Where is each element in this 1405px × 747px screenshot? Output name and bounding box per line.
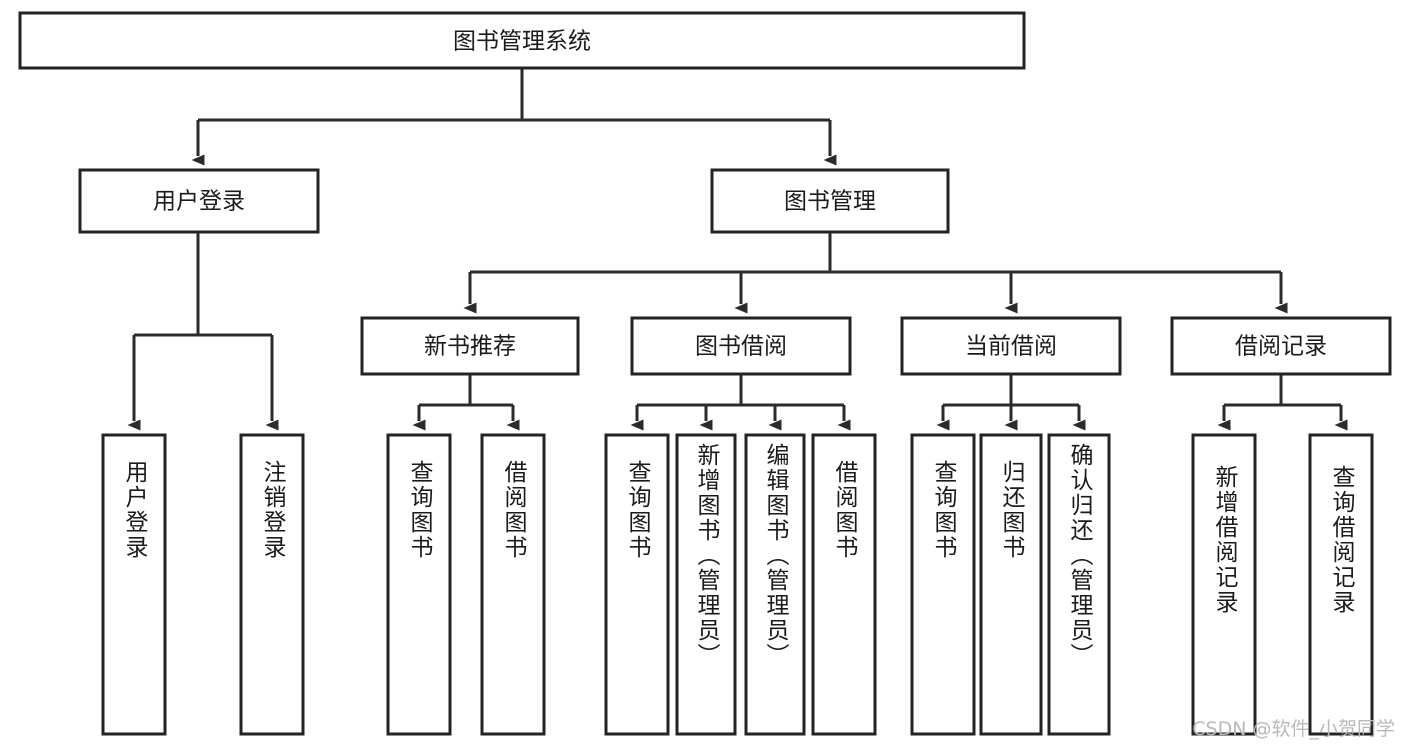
leaf-logout-label: 注销登录 — [259, 460, 287, 560]
leaf-cb-query-label: 查询图书 — [930, 460, 958, 560]
node-current-borrow[interactable]: 当前借阅 — [900, 316, 1122, 376]
node-leaf-bb-add[interactable] — [675, 433, 737, 736]
leaf-user-login-label: 用户登录 — [121, 460, 149, 560]
node-leaf-br-query[interactable] — [1308, 433, 1374, 736]
node-user-login[interactable]: 用户登录 — [78, 168, 320, 234]
node-book-mgmt-label: 图书管理 — [784, 189, 876, 215]
node-book-borrow[interactable]: 图书借阅 — [630, 316, 852, 376]
leaf-bb-query-label: 查询图书 — [624, 460, 652, 560]
leaf-bb-edit-label: 编辑图书（管理员） — [762, 443, 790, 668]
leaf-cb-return-label: 归还图书 — [998, 460, 1026, 560]
leaf-rec-query-label: 查询图书 — [406, 460, 434, 560]
node-new-book-rec-label: 新书推荐 — [424, 334, 516, 360]
node-layer: 图书管理系统 用户登录 图书管理 新书推荐 图书借阅 — [18, 11, 1392, 736]
node-root-label: 图书管理系统 — [453, 29, 591, 55]
node-borrow-record-label: 借阅记录 — [1235, 334, 1327, 360]
node-user-login-label: 用户登录 — [153, 189, 245, 215]
node-leaf-cb-query[interactable] — [910, 433, 976, 736]
leaf-br-add-label: 新增借阅记录 — [1211, 465, 1239, 615]
node-leaf-cb-confirm[interactable] — [1047, 433, 1111, 736]
leaf-label-layer: 用户登录 注销登录 查询图书 借阅图书 查询图书 新增图书（管理员） 编辑图书（… — [121, 443, 1356, 668]
leaf-cb-confirm-label: 确认归还（管理员） — [1066, 443, 1094, 668]
edge-layer — [127, 68, 1348, 431]
node-new-book-rec[interactable]: 新书推荐 — [360, 316, 580, 376]
node-leaf-br-add[interactable] — [1191, 433, 1257, 736]
node-leaf-cb-return[interactable] — [979, 433, 1043, 736]
leaf-br-query-label: 查询借阅记录 — [1328, 465, 1356, 615]
node-leaf-rec-query[interactable] — [386, 433, 452, 736]
node-leaf-user-login[interactable] — [101, 433, 167, 736]
node-borrow-record[interactable]: 借阅记录 — [1170, 316, 1392, 376]
node-leaf-bb-edit[interactable] — [744, 433, 806, 736]
node-leaf-bb-borrow[interactable] — [811, 433, 877, 736]
leaf-bb-borrow-label: 借阅图书 — [831, 460, 859, 560]
leaf-rec-borrow-label: 借阅图书 — [500, 460, 528, 560]
leaf-bb-add-label: 新增图书（管理员） — [693, 443, 721, 668]
node-leaf-rec-borrow[interactable] — [480, 433, 546, 736]
node-leaf-bb-query[interactable] — [604, 433, 670, 736]
node-book-borrow-label: 图书借阅 — [695, 334, 787, 360]
node-book-mgmt[interactable]: 图书管理 — [710, 168, 950, 234]
node-leaf-logout[interactable] — [239, 433, 305, 736]
node-current-borrow-label: 当前借阅 — [965, 334, 1057, 360]
node-root[interactable]: 图书管理系统 — [18, 11, 1026, 70]
